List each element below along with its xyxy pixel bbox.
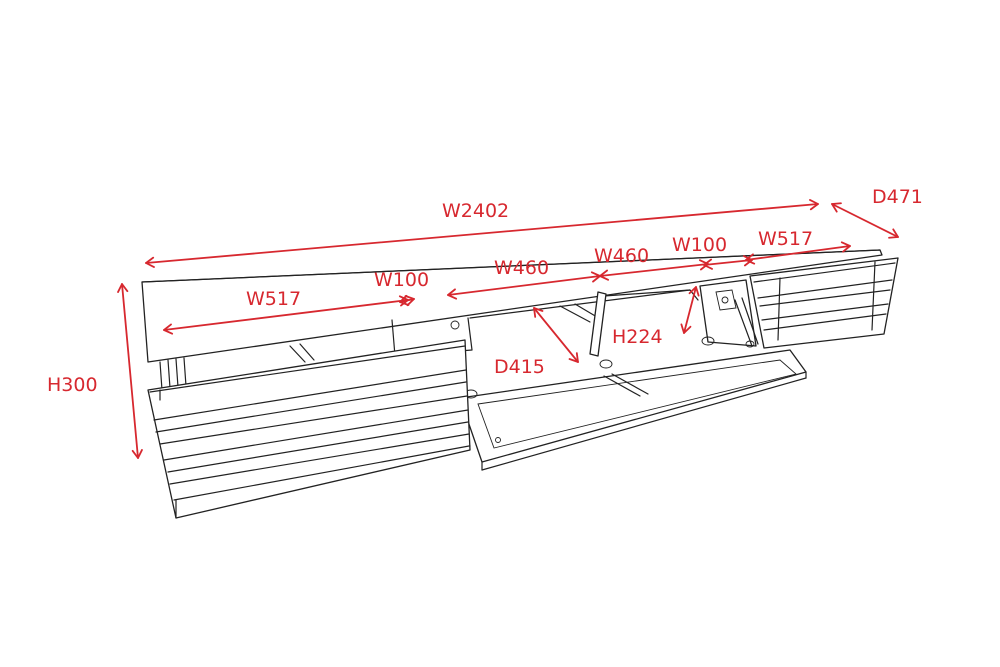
dim-arrow-total-depth <box>831 202 899 239</box>
dimension-lines <box>117 199 899 459</box>
dim-arrow-left-partition <box>399 294 415 307</box>
right-drawer-stack <box>749 257 899 349</box>
label-center-right-width: W460 <box>594 245 649 267</box>
label-left-drawer-width: W517 <box>246 288 301 310</box>
center-partition <box>589 291 607 357</box>
dim-arrow-height <box>117 283 143 459</box>
label-height: H300 <box>47 374 98 396</box>
left-drawer-stack <box>147 339 471 519</box>
dim-arrow-inner-height <box>680 286 700 334</box>
label-inner-depth: D415 <box>494 356 545 378</box>
label-right-partition: W100 <box>672 234 727 256</box>
right-partition <box>699 279 757 347</box>
label-inner-height: H224 <box>612 326 663 348</box>
label-right-drawer-width: W517 <box>758 228 813 250</box>
dim-arrow-inner-depth <box>533 307 579 363</box>
label-total-width: W2402 <box>442 200 509 222</box>
dim-arrow-right-drawer-width <box>745 241 851 265</box>
hinge-left <box>450 320 460 330</box>
label-left-partition: W100 <box>374 269 429 291</box>
dim-arrow-total-width <box>145 199 819 268</box>
cabinet-body <box>141 249 899 519</box>
label-center-left-width: W460 <box>494 257 549 279</box>
label-total-depth: D471 <box>872 186 923 208</box>
